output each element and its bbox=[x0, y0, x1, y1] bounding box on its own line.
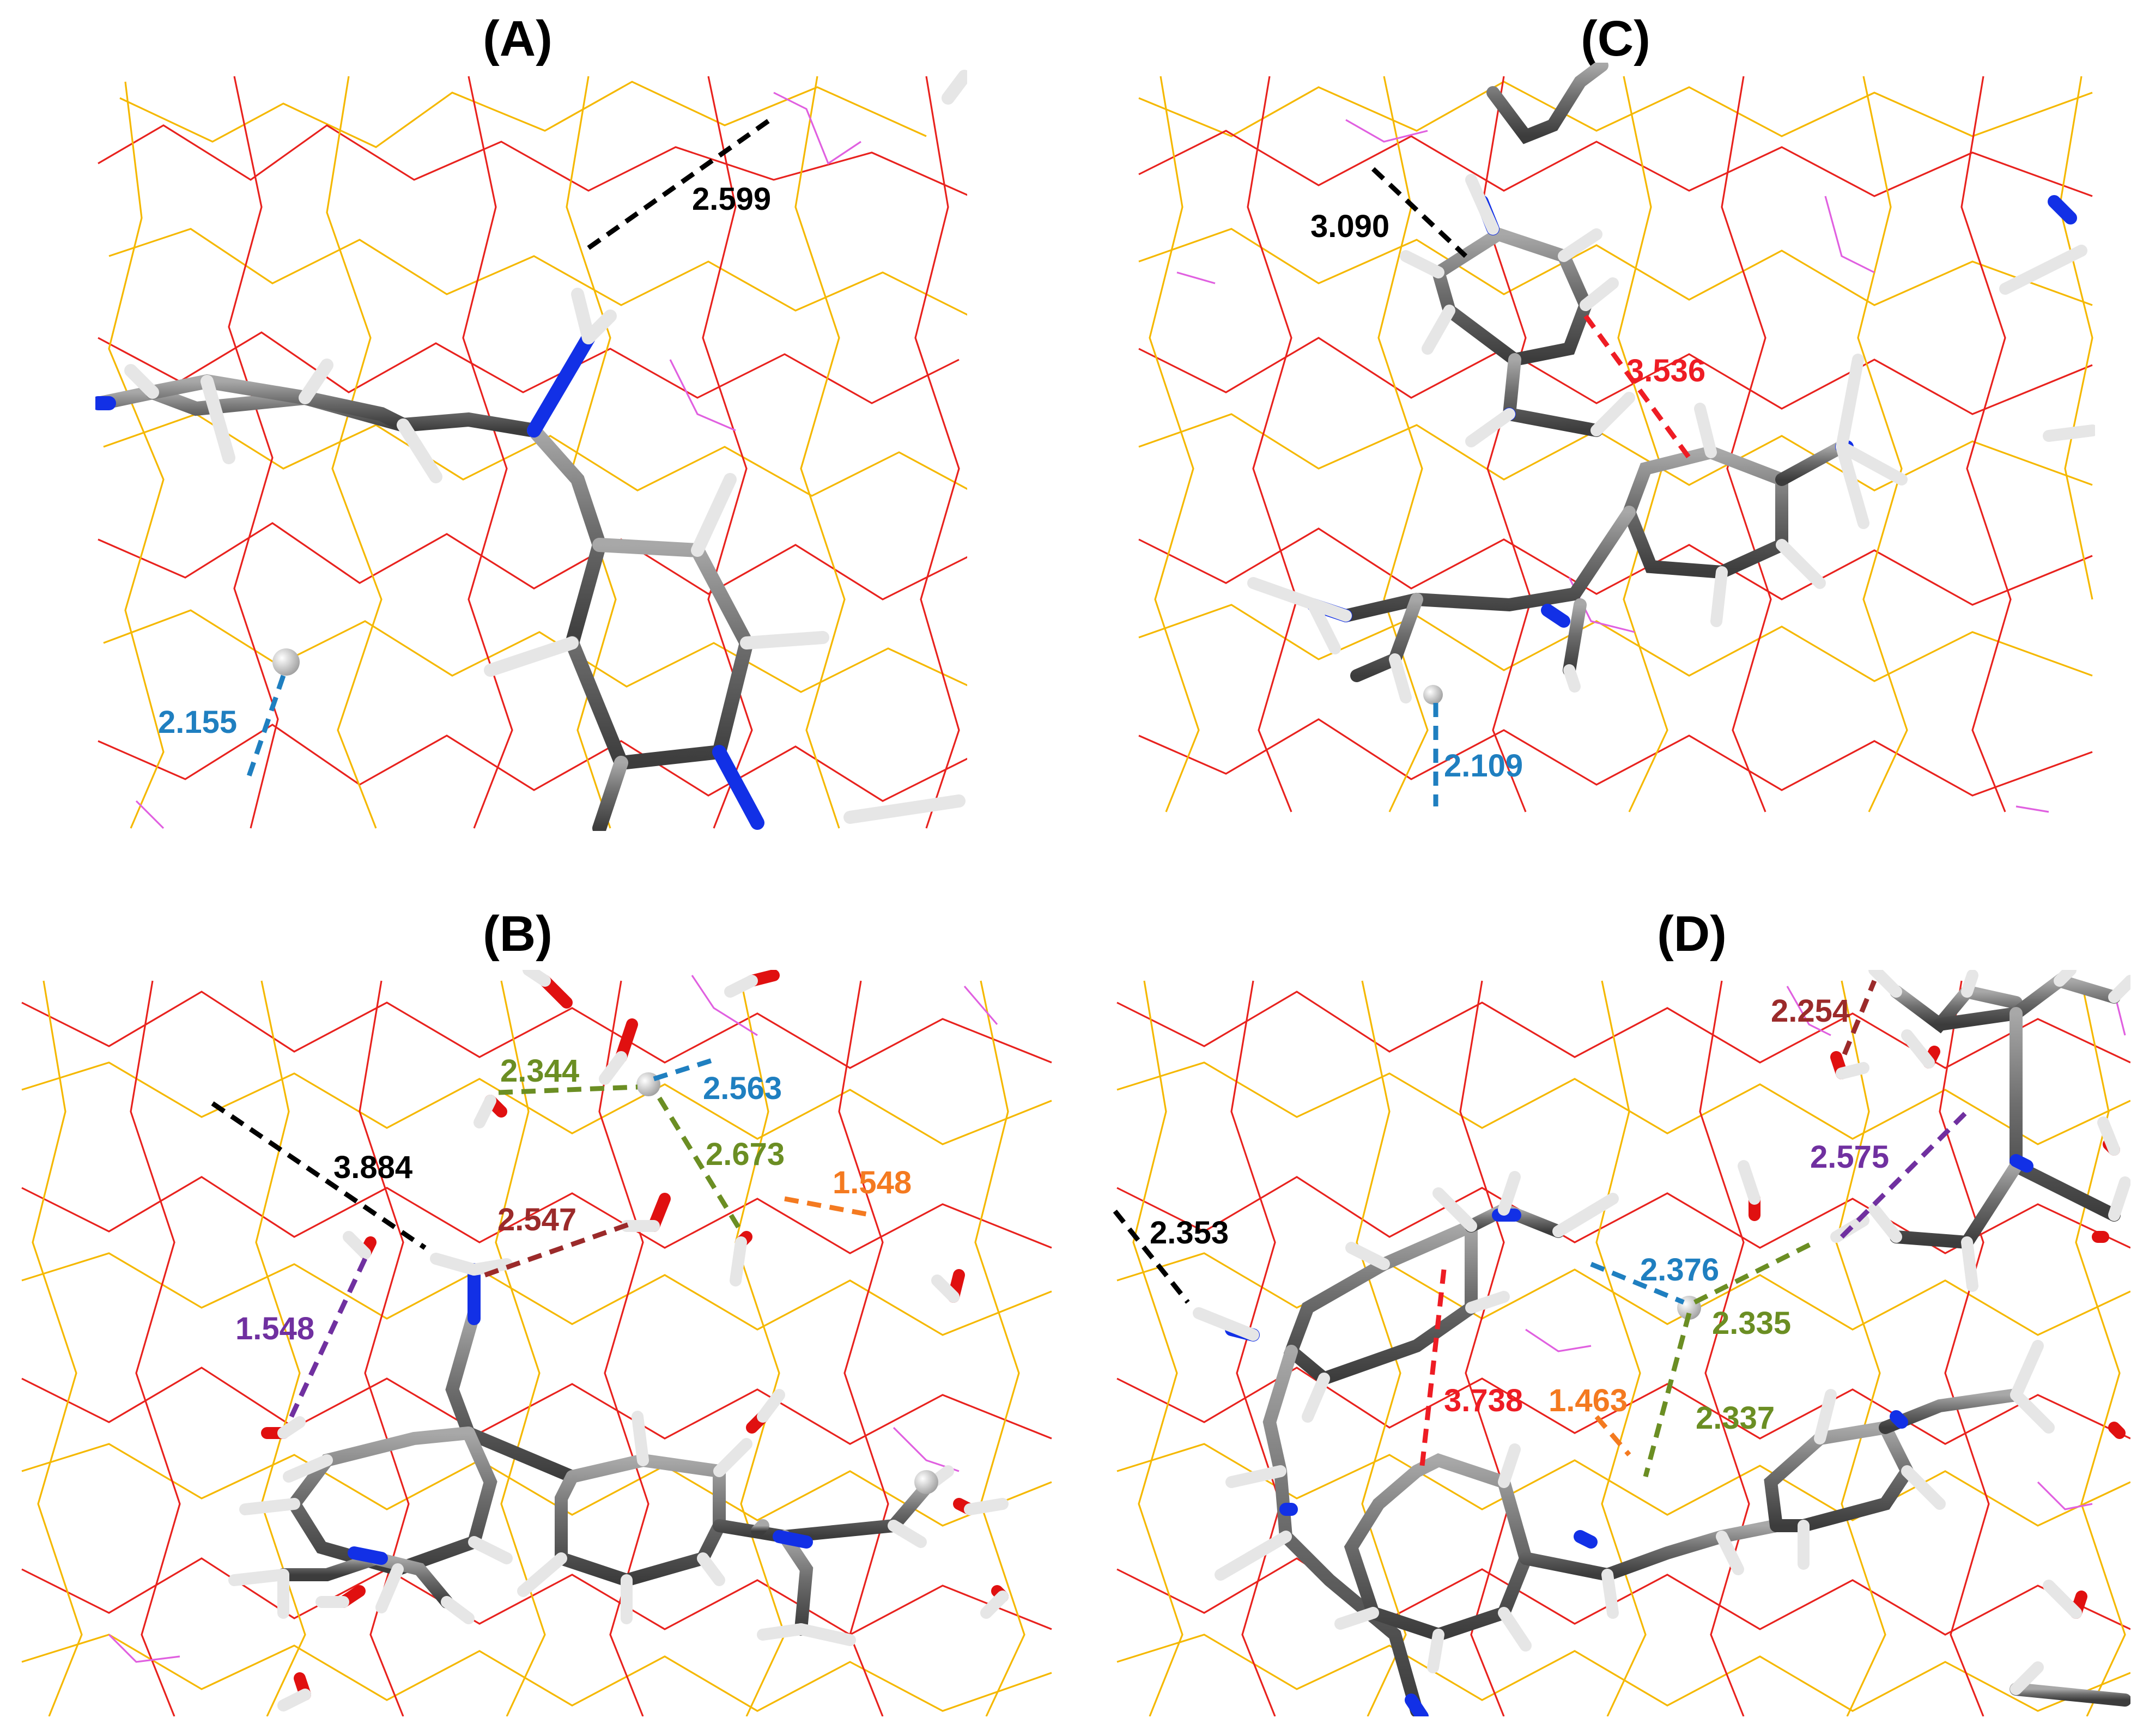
distance-c-2-109: 2.109 bbox=[1444, 748, 1523, 784]
molecule-d bbox=[1193, 970, 2130, 1716]
distances-d bbox=[1112, 980, 1969, 1478]
distance-d-2-575: 2.575 bbox=[1810, 1139, 1889, 1175]
panel-d-title: (D) bbox=[1657, 906, 1727, 962]
zeolite-framework-b bbox=[21, 975, 1052, 1716]
distance-d-3-738: 3.738 bbox=[1444, 1383, 1523, 1418]
distance-d-2-353: 2.353 bbox=[1150, 1215, 1229, 1251]
distance-a-2-599: 2.599 bbox=[692, 181, 771, 217]
waters-d bbox=[1738, 1029, 2126, 1619]
molecule-a bbox=[95, 70, 967, 831]
distance-b-2-344: 2.344 bbox=[500, 1053, 579, 1089]
distance-a-2-155: 2.155 bbox=[158, 705, 237, 740]
panel-b: (B) bbox=[21, 906, 1052, 1716]
distance-b-2-547: 2.547 bbox=[497, 1202, 576, 1237]
molecule-b bbox=[228, 1072, 954, 1646]
distance-d-2-376: 2.376 bbox=[1640, 1252, 1719, 1288]
distances-a bbox=[245, 115, 775, 780]
panel-a: (A) bbox=[95, 11, 967, 831]
distance-d-1-463: 1.463 bbox=[1549, 1383, 1628, 1418]
distance-b-1-548-purple: 1.548 bbox=[235, 1311, 314, 1346]
panel-b-title: (B) bbox=[483, 906, 553, 962]
distance-c-3-536: 3.536 bbox=[1626, 353, 1705, 389]
distance-d-2-254: 2.254 bbox=[1771, 993, 1850, 1029]
distance-b-2-673: 2.673 bbox=[706, 1137, 785, 1172]
zeolite-framework-c bbox=[1138, 76, 2093, 813]
distance-b-1-548-orange: 1.548 bbox=[833, 1165, 912, 1200]
panel-c: (C) bbox=[1138, 11, 2095, 813]
waters-b bbox=[261, 970, 1009, 1711]
molecule-c bbox=[1247, 63, 2095, 705]
panel-d: (D) bbox=[1112, 906, 2130, 1716]
panel-c-title: (C) bbox=[1581, 11, 1650, 66]
zeolite-framework-d bbox=[1116, 980, 2130, 1716]
distances-c bbox=[1371, 167, 1691, 806]
distance-b-2-563: 2.563 bbox=[703, 1071, 782, 1106]
distance-d-2-337: 2.337 bbox=[1696, 1400, 1775, 1436]
panel-a-title: (A) bbox=[483, 11, 553, 66]
distances-b bbox=[211, 1057, 872, 1423]
distance-b-3-884: 3.884 bbox=[333, 1150, 412, 1185]
distance-c-3-090: 3.090 bbox=[1310, 209, 1389, 244]
distance-d-2-335: 2.335 bbox=[1712, 1306, 1791, 1341]
